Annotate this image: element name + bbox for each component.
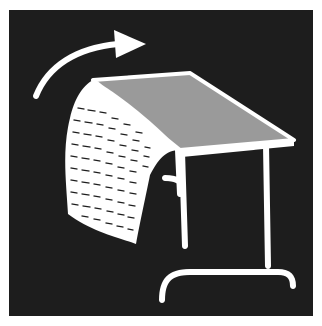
pictogram — [0, 0, 322, 326]
